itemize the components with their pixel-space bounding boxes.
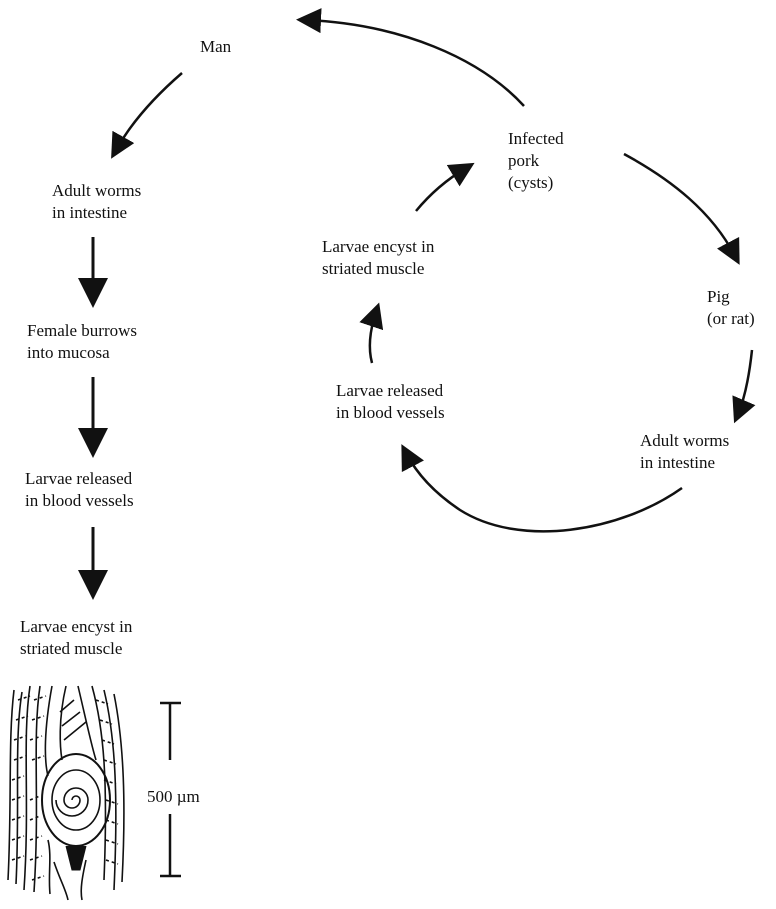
scale-bar-label: 500 µm — [147, 787, 200, 806]
arrow-adult-to-larvae-released — [401, 444, 683, 533]
arrow-pork-to-pig — [623, 152, 740, 265]
label-left-female-burrows: Female burrows into mucosa — [27, 321, 138, 362]
arrow-man-to-adult-worms — [111, 72, 183, 159]
label-left-larvae-released: Larvae released in blood vessels — [25, 469, 134, 510]
arrow-released-to-encyst-right — [359, 302, 384, 364]
scale-bar — [160, 701, 181, 878]
label-left-larvae-encyst: Larvae encyst in striated muscle — [20, 617, 133, 658]
arrow-pork-to-man — [296, 8, 525, 107]
arrow-encyst-to-pork — [415, 162, 475, 212]
label-infected-pork: Infected pork (cysts) — [508, 129, 564, 192]
label-right-larvae-released: Larvae released in blood vessels — [336, 381, 445, 422]
arrow-pig-to-adult-worms — [732, 349, 756, 424]
label-man: Man — [200, 37, 232, 56]
label-left-adult-worms: Adult worms in intestine — [52, 181, 142, 222]
label-right-adult-worms: Adult worms in intestine — [640, 431, 730, 472]
encysted-larva-illustration — [7, 685, 125, 901]
label-pig: Pig (or rat) — [707, 287, 755, 328]
label-right-larvae-encyst: Larvae encyst in striated muscle — [322, 237, 435, 278]
